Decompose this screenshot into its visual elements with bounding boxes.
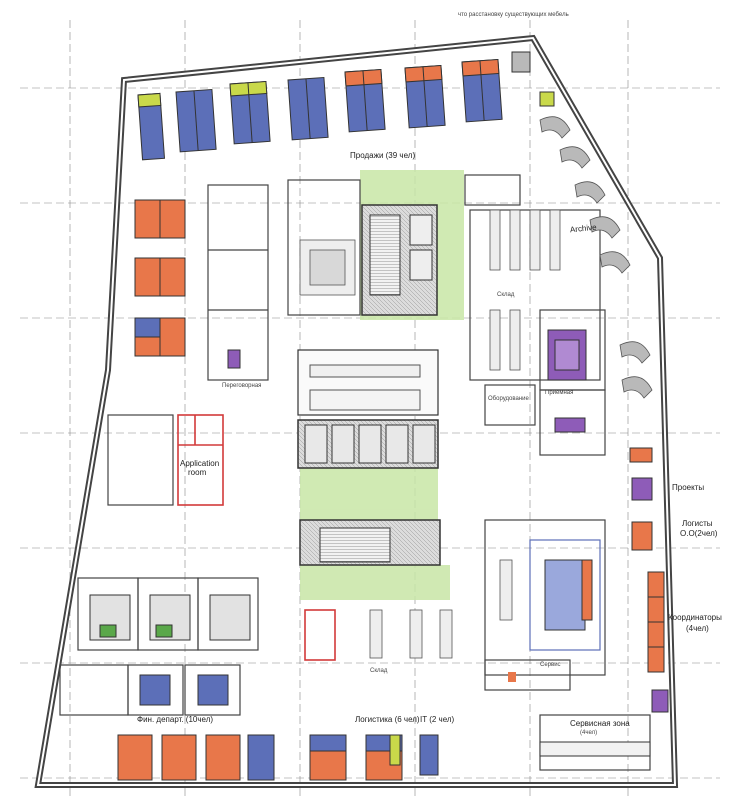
sales-area-desks bbox=[299, 209, 561, 659]
building-core bbox=[297, 204, 441, 566]
label-reception: Приемная bbox=[545, 390, 574, 396]
label-storage-2: Склад bbox=[370, 668, 388, 674]
top-desk-clusters bbox=[137, 51, 555, 161]
label-equipment: Оборудование bbox=[488, 396, 529, 402]
right-curved-desks bbox=[539, 116, 653, 399]
label-app-room: Application bbox=[180, 459, 220, 468]
label-meeting: Переговорная bbox=[222, 383, 262, 389]
label-logistics-bottom: Логистика (6 чел) bbox=[355, 715, 420, 724]
purple-meeting-table bbox=[227, 329, 587, 433]
label-finance: Фин. департ. (10чел) bbox=[137, 715, 214, 724]
left-desk-clusters bbox=[134, 199, 186, 357]
label-sales: Продажи (39 чел) bbox=[350, 151, 416, 160]
label-service-zone-count: (4чел) bbox=[580, 730, 598, 736]
label-coordinators-count: (4чел) bbox=[686, 624, 709, 633]
label-it: IT (2 чел) bbox=[420, 715, 455, 724]
interior-walls bbox=[59, 174, 651, 771]
label-coordinators: Координаторы bbox=[668, 613, 722, 622]
building-outline bbox=[34, 34, 679, 788]
right-side-clusters bbox=[529, 447, 669, 713]
label-logistics-right-count: О.О(2чел) bbox=[680, 529, 718, 538]
label-storage: Склад bbox=[497, 292, 515, 298]
label-app-room-2: room bbox=[188, 468, 207, 477]
label-logistics-right: Логисты bbox=[682, 519, 713, 528]
label-service: Сервис bbox=[540, 662, 561, 668]
label-service-zone: Сервисная зона bbox=[570, 719, 630, 728]
label-projects: Проекты bbox=[672, 483, 705, 492]
header-note: что расстановку существующих мебель bbox=[458, 12, 569, 18]
bottom-desk-clusters bbox=[89, 594, 651, 781]
